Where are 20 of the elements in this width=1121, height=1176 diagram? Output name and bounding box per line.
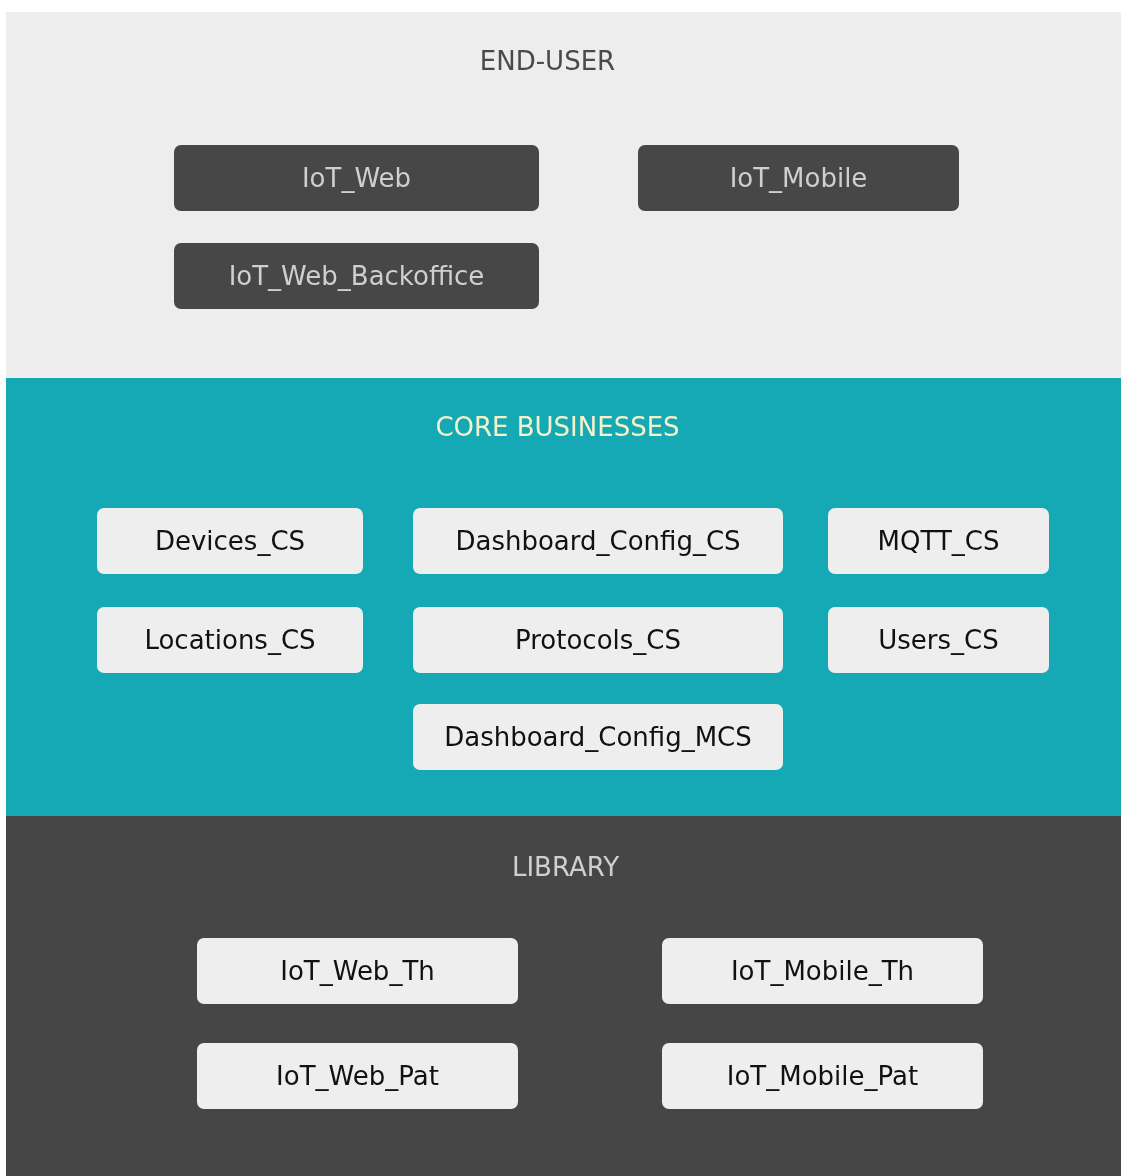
module-box: Locations_CS xyxy=(97,607,363,673)
module-box: Protocols_CS xyxy=(413,607,783,673)
layer-title: CORE BUSINESSES xyxy=(434,412,681,442)
module-box: Dashboard_Config_CS xyxy=(413,508,783,574)
module-box: IoT_Mobile_Th xyxy=(662,938,983,1004)
module-box: IoT_Web_Backoffice xyxy=(174,243,539,309)
layer-band xyxy=(6,12,1121,378)
module-box: Users_CS xyxy=(828,607,1049,673)
module-box: Devices_CS xyxy=(97,508,363,574)
module-box: Dashboard_Config_MCS xyxy=(413,704,783,770)
layer-title: END-USER xyxy=(478,46,617,76)
module-box: IoT_Web_Pat xyxy=(197,1043,518,1109)
module-box: IoT_Mobile_Pat xyxy=(662,1043,983,1109)
layer-title: LIBRARY xyxy=(510,852,621,882)
module-box: IoT_Web_Th xyxy=(197,938,518,1004)
layer-band xyxy=(6,378,1121,816)
layer-band xyxy=(6,816,1121,1176)
module-box: IoT_Mobile xyxy=(638,145,959,211)
module-box: MQTT_CS xyxy=(828,508,1049,574)
module-box: IoT_Web xyxy=(174,145,539,211)
